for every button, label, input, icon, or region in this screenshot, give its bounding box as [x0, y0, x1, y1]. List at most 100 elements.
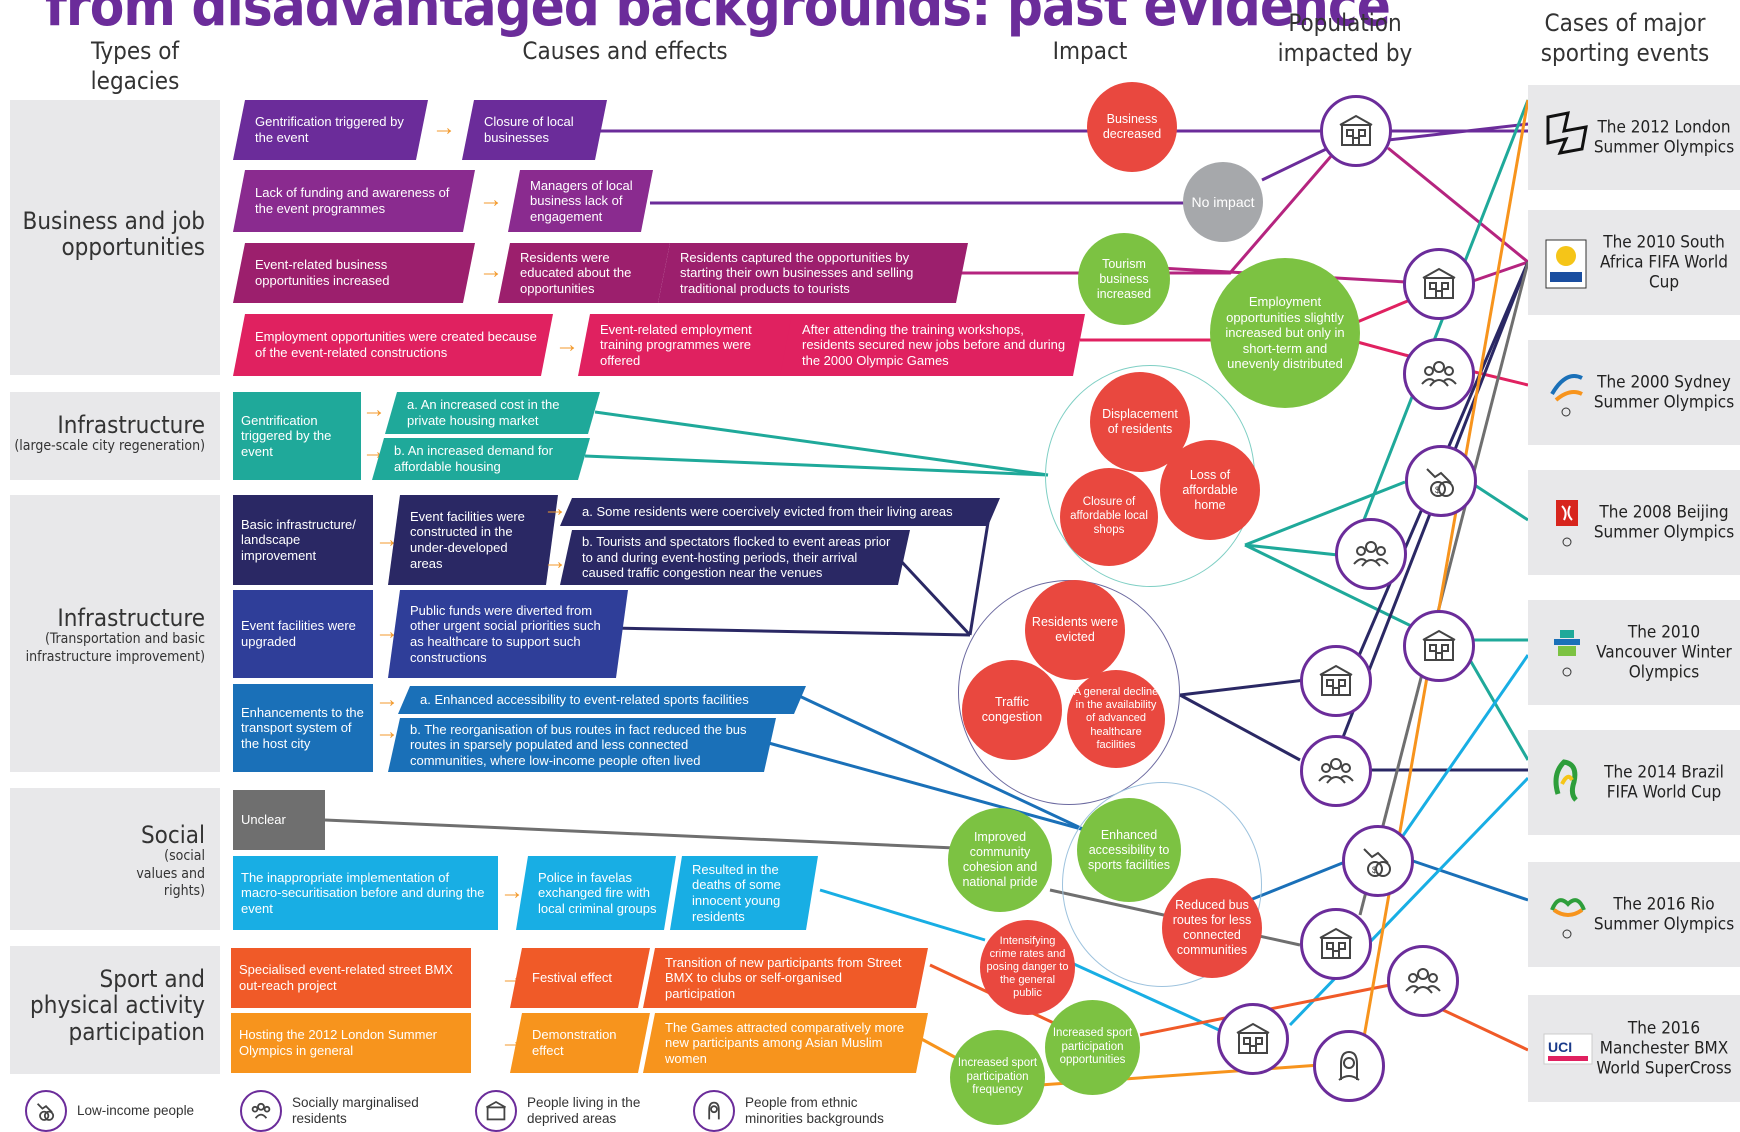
- link-ring-to-pop3: [1244, 543, 1339, 557]
- case-name: The 2016 Manchester BMX World SuperCross: [1596, 1017, 1732, 1079]
- low-income-icon: [25, 1090, 67, 1132]
- arrow-icon: →: [375, 686, 399, 713]
- impact-circle: Traffic congestion: [962, 660, 1062, 760]
- link-deaths-to-crime: [819, 888, 986, 942]
- case-rio-2016: The 2016 Rio Summer Olympics: [1528, 862, 1740, 967]
- link-funds-to-ring: [609, 626, 971, 637]
- deprived-areas-icon: [1300, 908, 1372, 980]
- effect-box: Police in favelas exchanged fire with lo…: [516, 856, 676, 930]
- sydney-2000-logo: [1542, 364, 1594, 422]
- effect-box: Public funds were diverted from other ur…: [388, 590, 628, 678]
- impact-circle: Closure of affordable local shops: [1060, 468, 1158, 566]
- arrow-icon: →: [555, 331, 579, 358]
- legacy-title: Social: [140, 821, 205, 849]
- link-pop-to-vanc2: [1398, 654, 1530, 841]
- legacy-panel-infrastructure-transport: Infrastructure (Transportation and basic…: [10, 495, 220, 772]
- legacy-panel-sport: Sport and physical activity participatio…: [10, 946, 220, 1074]
- effect-box: Resulted in the deaths of some innocent …: [670, 856, 818, 930]
- impact-circle: Residents were evicted: [1025, 580, 1125, 680]
- rio-2016-logo: [1542, 886, 1594, 944]
- cause-box: Employment opportunities were created be…: [233, 314, 553, 376]
- effect-box: a. An increased cost in the private hous…: [385, 392, 600, 434]
- case-name: The 2016 Rio Summer Olympics: [1593, 894, 1735, 935]
- link-employment-to-pop2: [1349, 298, 1411, 327]
- legacy-title: Business and job opportunities: [22, 207, 205, 262]
- link-pop-to-rio2: [1288, 776, 1530, 1027]
- impact-group-ring: [1062, 782, 1262, 987]
- link-tourists-to-ring: [898, 558, 972, 637]
- cause-box: Basic infrastructure/ landscape improvem…: [233, 495, 373, 585]
- link-evicted-to-ring: [968, 509, 992, 636]
- case-name: The 2014 Brazil FIFA World Cup: [1604, 762, 1724, 803]
- legacy-title: Sport and physical activity participatio…: [30, 965, 205, 1046]
- london-2012-logo: [1542, 109, 1594, 167]
- case-beijing-2008: The 2008 Beijing Summer Olympics: [1528, 470, 1740, 575]
- impact-circle: Business decreased: [1087, 82, 1177, 172]
- effect-box: Transition of new participants from Stre…: [643, 948, 928, 1008]
- case-name: The 2010 South Africa FIFA World Cup: [1600, 231, 1728, 293]
- south-africa-2010-logo: [1542, 234, 1594, 292]
- impact-circle: Increased sport participation opportunit…: [1045, 1000, 1140, 1095]
- arrow-icon: →: [375, 718, 399, 745]
- header-cases: Cases of major sporting events: [1540, 9, 1710, 67]
- cause-box: Event facilities were upgraded: [233, 590, 373, 678]
- impact-circle: Enhanced accessibility to sports facilit…: [1077, 798, 1181, 902]
- impact-circle: Tourism business increased: [1078, 233, 1170, 325]
- legend-label: People living in the deprived areas: [527, 1094, 641, 1126]
- svg-text:UCI: UCI: [1548, 1039, 1572, 1055]
- legacy-title: Infrastructure: [57, 411, 205, 439]
- deprived-areas-icon: [1217, 1003, 1289, 1075]
- legacy-subtitle: (Transportation and basic infrastructure…: [25, 631, 205, 665]
- legacy-panel-infrastructure-regeneration: Infrastructure (large-scale city regener…: [10, 392, 220, 480]
- cause-box: Gentrification triggered by the event: [233, 392, 361, 480]
- cause-box: Lack of funding and awareness of the eve…: [233, 170, 475, 232]
- cause-box: Enhancements to the transport system of …: [233, 684, 373, 772]
- impact-circle: A general decline in the availability of…: [1067, 670, 1165, 768]
- impact-circle: Reduced bus routes for less connected co…: [1162, 878, 1262, 978]
- link-pop-to-rio-t: [1468, 659, 1530, 761]
- ethnic-minorities-icon: [693, 1090, 735, 1132]
- link-demand-to-ring: [584, 454, 1049, 477]
- effect-box: b. An increased demand for affordable ho…: [372, 438, 590, 480]
- impact-circle: Loss of affordable home: [1160, 440, 1260, 540]
- svg-text:$: $: [1372, 865, 1377, 875]
- link-pop1-to-london2: [1387, 122, 1529, 142]
- impact-circle: Intensifying crime rates and posing dang…: [980, 920, 1075, 1015]
- header-impact: Impact: [1052, 37, 1128, 65]
- vancouver-2010-logo: [1542, 624, 1594, 682]
- cause-box: Unclear: [233, 790, 325, 850]
- marginalised-residents-icon: [240, 1090, 282, 1132]
- effect-box: Managers of local business lack of engag…: [508, 170, 653, 232]
- arrow-icon: →: [479, 186, 503, 213]
- case-name: The 2012 London Summer Olympics: [1593, 117, 1735, 158]
- deprived-areas-icon: [475, 1090, 517, 1132]
- legacy-panel-social: Social (social values and rights): [10, 788, 220, 930]
- marginalised-residents-icon: [1335, 518, 1407, 590]
- effect-box: Closure of local businesses: [462, 100, 607, 160]
- marginalised-residents-icon: [1300, 735, 1372, 807]
- page-title: from disadvantaged backgrounds: past evi…: [45, 0, 1391, 39]
- legend-label: People from ethnic minorities background…: [745, 1094, 884, 1126]
- cause-box: Specialised event-related street BMX out…: [231, 948, 471, 1008]
- case-vancouver-2010: The 2010 Vancouver Winter Olympics: [1528, 600, 1740, 705]
- link-employment-to-pop: [1349, 338, 1529, 387]
- case-sydney-2000: The 2000 Sydney Summer Olympics: [1528, 340, 1740, 445]
- legacy-subtitle: (large-scale city regeneration): [14, 438, 205, 455]
- legend-marginalised: Socially marginalised residents: [240, 1090, 440, 1132]
- link-pop1-to-sa: [1387, 146, 1529, 264]
- effect-box: a. Enhanced accessibility to event-relat…: [398, 686, 806, 714]
- link-bus-to-ring: [764, 740, 1086, 832]
- effect-box: a. Some residents were coercively evicte…: [560, 498, 1000, 526]
- legacy-subtitle: (social values and rights): [136, 848, 205, 900]
- link-ring-to-pop2: [1244, 543, 1441, 642]
- deprived-areas-icon: [1403, 610, 1475, 682]
- header-population: Population impacted by: [1277, 9, 1413, 67]
- header-causes: Causes and effects: [522, 37, 728, 65]
- effect-box: Event facilities were constructed in the…: [388, 495, 558, 585]
- case-manchester-bmx-2016: UCI The 2016 Manchester BMX World SuperC…: [1528, 995, 1740, 1102]
- uci-bmx-logo: UCI: [1542, 1020, 1594, 1078]
- arrow-icon: →: [479, 257, 503, 284]
- case-london-2012: The 2012 London Summer Olympics: [1528, 85, 1740, 190]
- link-ring2-to-pop2: [1179, 678, 1306, 697]
- legacy-panel-business: Business and job opportunities: [10, 100, 220, 375]
